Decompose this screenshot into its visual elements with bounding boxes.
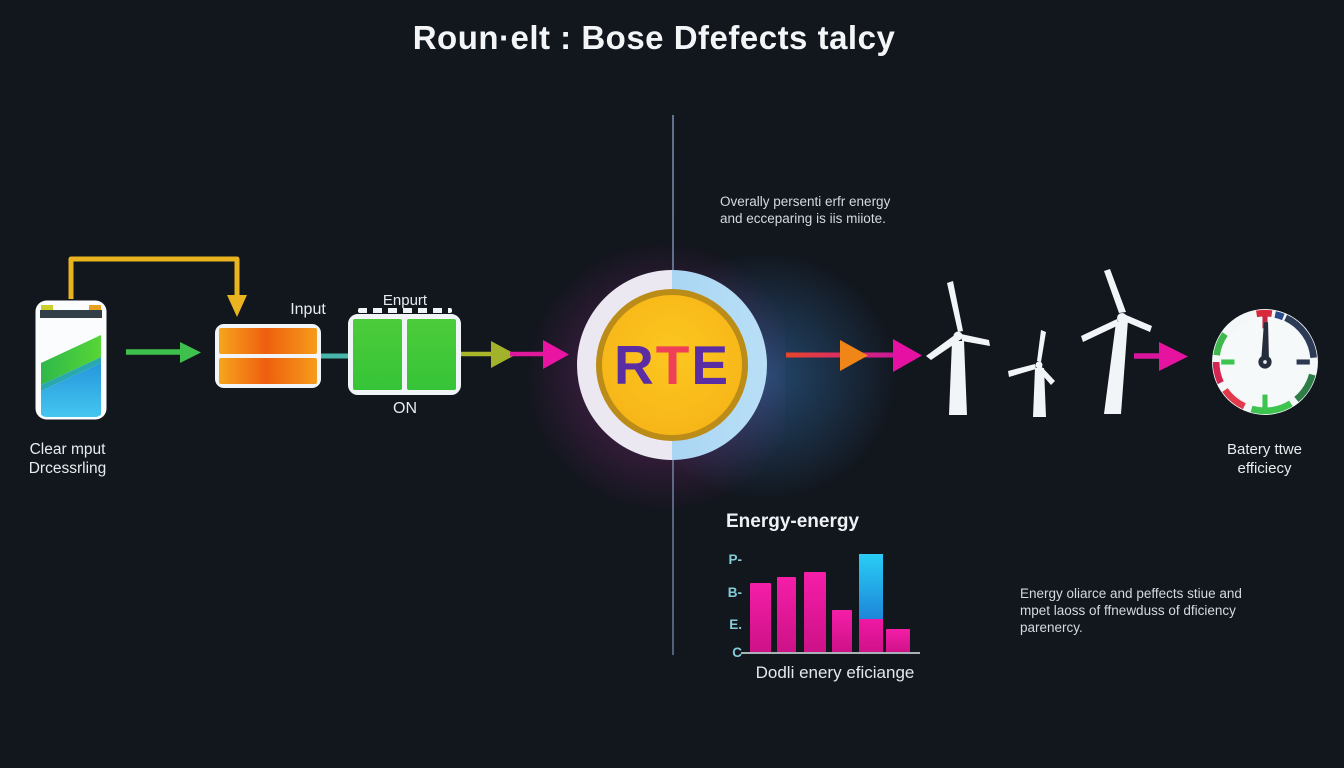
battery-icon bbox=[35, 300, 107, 420]
bar-plot bbox=[745, 554, 921, 654]
bar-bar3 bbox=[804, 572, 826, 654]
y-tick-label: B- bbox=[727, 585, 742, 600]
converter-cell bbox=[407, 319, 456, 390]
gradient-arrow-icon bbox=[786, 339, 922, 372]
olive-arrow-icon bbox=[460, 341, 516, 368]
bar-bar6 bbox=[886, 629, 910, 654]
x-axis-line bbox=[741, 652, 920, 654]
gauge-caption-line1: Batery ttwe bbox=[1226, 441, 1303, 458]
converter-box bbox=[348, 314, 461, 395]
rte-letter-t: T bbox=[655, 334, 692, 396]
page-title: Roun·elt : Bose Dfefects talcy bbox=[412, 19, 896, 56]
y-tick-label: P- bbox=[728, 552, 743, 567]
elbow-arrow-icon bbox=[68, 256, 247, 317]
bar-bar2 bbox=[777, 577, 796, 654]
y-axis-labels: P- B- E. C bbox=[706, 546, 742, 664]
gauge-caption: Batery ttwe efficiecy bbox=[1202, 440, 1327, 478]
bar-bar1 bbox=[750, 583, 771, 654]
rte-badge: R T E bbox=[577, 270, 767, 460]
bar-bar5 bbox=[859, 554, 883, 654]
converter-cell bbox=[353, 319, 402, 390]
bar-segment-cyan bbox=[859, 554, 883, 619]
gauge-caption-line2: efficiecy bbox=[1237, 460, 1292, 477]
side-annotation: Energy oliarce and peffects stiue and mp… bbox=[1020, 585, 1290, 636]
converter-label: Enpurt bbox=[382, 292, 428, 309]
side-annotation-line1: Energy oliarce and peffects stiue and bbox=[1020, 586, 1242, 601]
side-annotation-line2: mpet laoss of ffnewduss of dficiency bbox=[1020, 603, 1236, 618]
battery-caption: Clear mput Drcessrling bbox=[5, 440, 130, 478]
rte-letter-e: E bbox=[691, 334, 731, 396]
x-axis-label: Dodli enery eficiange bbox=[755, 663, 915, 682]
magenta-arrow-icon-2 bbox=[1134, 342, 1188, 371]
charge-bar bbox=[219, 328, 317, 354]
battery-caption-line2: Drcessrling bbox=[28, 460, 107, 477]
wind-turbine-icon-large-2 bbox=[1081, 269, 1152, 414]
input-label: Input bbox=[290, 301, 326, 318]
converter-notch-strip bbox=[358, 308, 452, 313]
y-tick-label: E. bbox=[729, 617, 742, 632]
wind-turbine-icon-small bbox=[1008, 330, 1055, 417]
gauge-icon bbox=[1212, 309, 1318, 415]
chart-title: Energy-energy bbox=[726, 511, 860, 532]
bar-segment-magenta bbox=[859, 619, 883, 654]
top-annotation: Overally persenti erfr energy and eccepa… bbox=[720, 193, 950, 227]
top-annotation-line1: Overally persenti erfr energy bbox=[720, 194, 891, 209]
converter-on-label: ON bbox=[393, 400, 417, 417]
battery-caption-line1: Clear mput bbox=[29, 441, 106, 458]
side-annotation-line3: parenercy. bbox=[1020, 620, 1083, 635]
input-charge-box bbox=[215, 324, 321, 388]
rte-core: R T E bbox=[596, 289, 748, 441]
wind-turbine-icon-large-1 bbox=[926, 281, 990, 415]
rte-letter-r: R bbox=[613, 334, 656, 396]
top-annotation-line2: and ecceparing is iis miiote. bbox=[720, 211, 886, 226]
y-tick-label: C bbox=[732, 645, 742, 660]
charge-bar bbox=[219, 358, 317, 384]
bar-bar4 bbox=[832, 610, 852, 654]
green-arrow-icon bbox=[126, 342, 201, 363]
magenta-arrow-icon bbox=[510, 340, 569, 369]
